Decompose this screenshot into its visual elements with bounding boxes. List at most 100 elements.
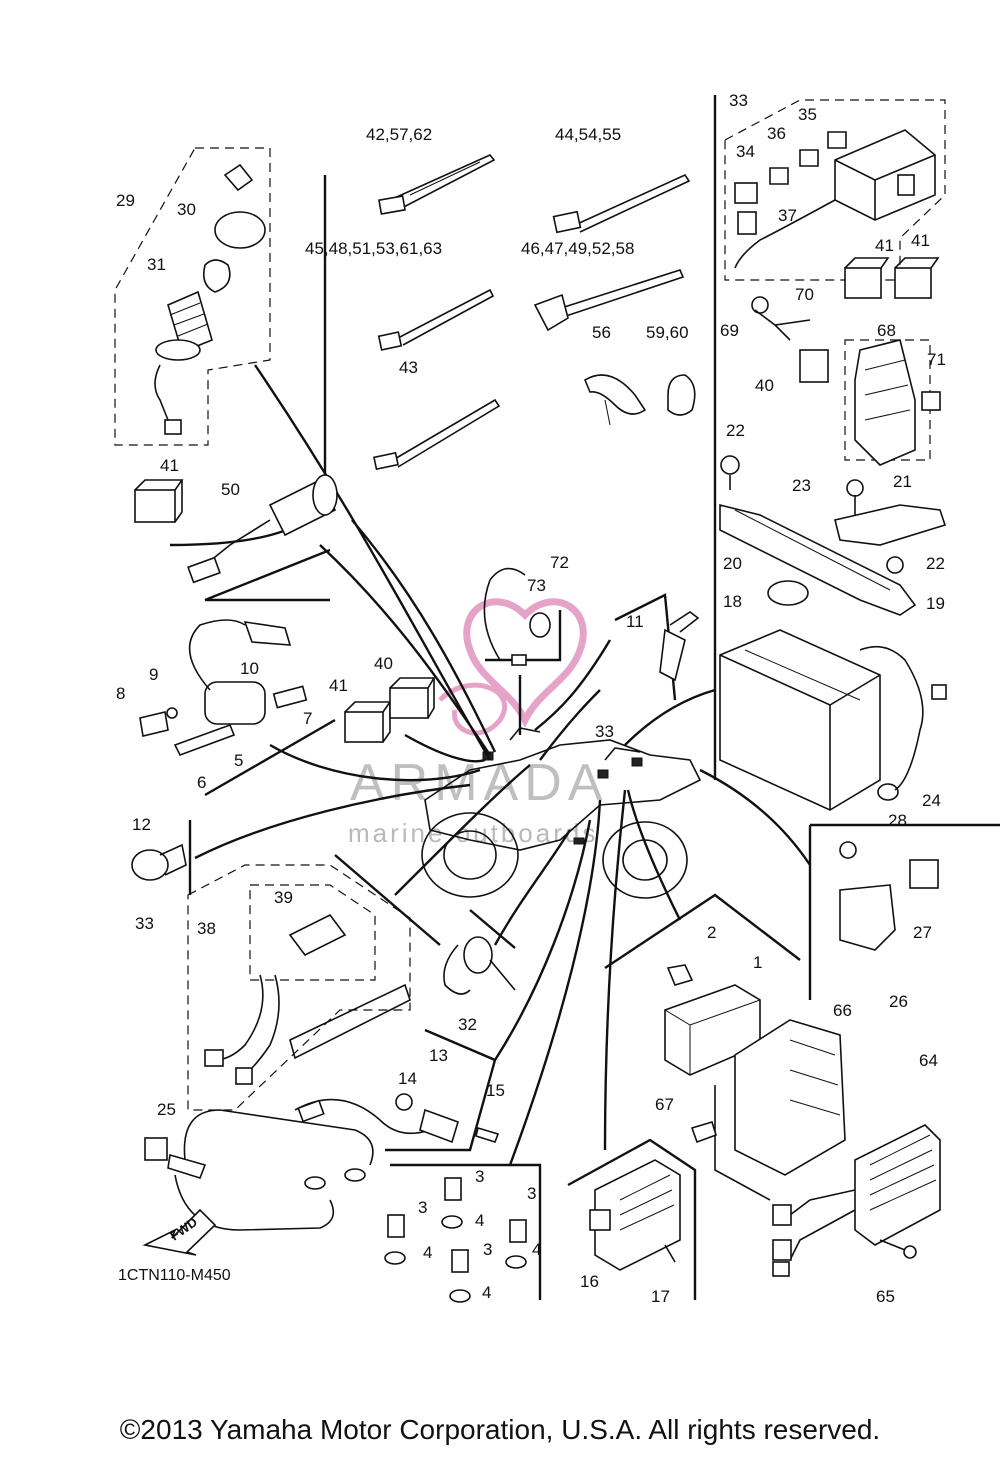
callout-38: 38 xyxy=(197,919,216,938)
bolts-washers-3-4 xyxy=(384,1177,527,1303)
cable-tie-42 xyxy=(378,154,496,215)
callout-21: 21 xyxy=(893,472,912,491)
watermark-tagline: marine outboards xyxy=(348,818,598,848)
callout-12: 12 xyxy=(132,815,151,834)
callout-26: 26 xyxy=(889,992,908,1011)
starter-relay-group xyxy=(139,619,308,756)
callout-40-b: 40 xyxy=(755,376,774,395)
sensor-12 xyxy=(131,843,187,881)
callout-29: 29 xyxy=(116,191,135,210)
callout-9: 9 xyxy=(149,665,158,684)
callout-72: 72 xyxy=(550,553,569,572)
callout-3-a: 3 xyxy=(475,1167,484,1186)
callout-42-57-62: 42,57,62 xyxy=(366,125,432,144)
callout-50: 50 xyxy=(221,480,240,499)
bracket-68 xyxy=(751,296,941,466)
cable-tie-43 xyxy=(373,398,501,471)
relay-41-top-right-b xyxy=(894,257,940,299)
callout-22-b: 22 xyxy=(926,554,945,573)
clamp-56 xyxy=(583,374,647,426)
callout-6: 6 xyxy=(197,773,206,792)
clamp-59 xyxy=(667,374,696,416)
callout-59-60: 59,60 xyxy=(646,323,689,342)
callout-3-d: 3 xyxy=(483,1240,492,1259)
callout-24: 24 xyxy=(922,791,941,810)
watermark-swirl-icon xyxy=(438,682,508,736)
callout-70: 70 xyxy=(795,285,814,304)
callout-41-b: 41 xyxy=(329,676,348,695)
callout-4-d: 4 xyxy=(482,1283,491,1302)
relay-40-center xyxy=(389,677,436,719)
callout-46-47-49-52-58: 46,47,49,52,58 xyxy=(521,239,634,258)
battery-holder-19 xyxy=(719,455,947,616)
callout-23: 23 xyxy=(792,476,811,495)
callout-66: 66 xyxy=(833,1001,852,1020)
callout-35: 35 xyxy=(798,105,817,124)
callout-20: 20 xyxy=(723,554,742,573)
leader-lines xyxy=(194,364,811,1166)
group-box-29 xyxy=(114,147,271,446)
spark-plug-11 xyxy=(659,611,700,682)
regulator-16 xyxy=(589,1159,681,1271)
group-box-33-left xyxy=(187,864,411,1111)
callout-3-b: 3 xyxy=(418,1198,427,1217)
relay-41-top-right-a xyxy=(844,257,890,299)
callout-31: 31 xyxy=(147,255,166,274)
callout-18: 18 xyxy=(723,592,742,611)
callout-40-a: 40 xyxy=(374,654,393,673)
callout-41-d: 41 xyxy=(911,231,930,250)
callout-15: 15 xyxy=(486,1081,505,1100)
wire-harness-38 xyxy=(204,913,411,1085)
callout-labels: 1 2 3 3 3 3 4 4 4 4 5 6 7 8 9 10 11 12 1… xyxy=(116,91,946,1306)
callout-3-c: 3 xyxy=(527,1184,536,1203)
callout-37: 37 xyxy=(778,206,797,225)
group-box-33-top xyxy=(724,99,946,281)
callout-22-a: 22 xyxy=(726,421,745,440)
callout-8: 8 xyxy=(116,684,125,703)
callout-68: 68 xyxy=(877,321,896,340)
callout-39: 39 xyxy=(274,888,293,907)
callout-5: 5 xyxy=(234,751,243,770)
callout-43: 43 xyxy=(399,358,418,377)
callout-41-c: 41 xyxy=(875,236,894,255)
rectifier-64 xyxy=(772,1124,941,1277)
callout-25: 25 xyxy=(157,1100,176,1119)
callout-45-48-51-53-61-63: 45,48,51,53,61,63 xyxy=(305,239,442,258)
fwd-arrow-icon: FWD xyxy=(142,1208,217,1256)
callout-36: 36 xyxy=(767,124,786,143)
watermark: ARMADA marine outboards xyxy=(348,598,608,848)
callout-4-a: 4 xyxy=(423,1243,432,1262)
relay-41-left xyxy=(134,479,184,523)
watermark-brand: ARMADA xyxy=(350,754,608,812)
callout-64: 64 xyxy=(919,1051,938,1070)
callout-7: 7 xyxy=(303,709,312,728)
callout-33-a: 33 xyxy=(729,91,748,110)
diagram-code: 1CTN110-M450 xyxy=(118,1267,231,1284)
cdi-unit-1 xyxy=(664,964,761,1076)
battery-18 xyxy=(719,580,947,811)
neutral-switch-32 xyxy=(443,936,516,995)
watermark-logo-icon xyxy=(463,598,587,728)
cable-tie-45 xyxy=(377,288,495,351)
group-box-38 xyxy=(249,884,376,981)
callout-32: 32 xyxy=(458,1015,477,1034)
callout-69: 69 xyxy=(720,321,739,340)
callout-33-c: 33 xyxy=(135,914,154,933)
callout-4-c: 4 xyxy=(532,1240,541,1259)
sensor-13 xyxy=(294,1093,500,1144)
callout-73: 73 xyxy=(527,576,546,595)
callout-34: 34 xyxy=(736,142,755,161)
bracket-66 xyxy=(714,1019,846,1201)
callout-17: 17 xyxy=(651,1287,670,1306)
callout-28: 28 xyxy=(888,811,907,830)
fuse-box-33 xyxy=(734,129,936,269)
starter-relay-26 xyxy=(839,841,939,951)
sensor-72 xyxy=(483,567,551,666)
cable-tie-44 xyxy=(552,173,691,234)
callout-1: 1 xyxy=(753,953,762,972)
relay-41-center xyxy=(344,701,392,743)
callout-44-54-55: 44,54,55 xyxy=(555,125,621,144)
battery-cable-25 xyxy=(144,1109,374,1231)
group-box-68 xyxy=(844,339,931,461)
